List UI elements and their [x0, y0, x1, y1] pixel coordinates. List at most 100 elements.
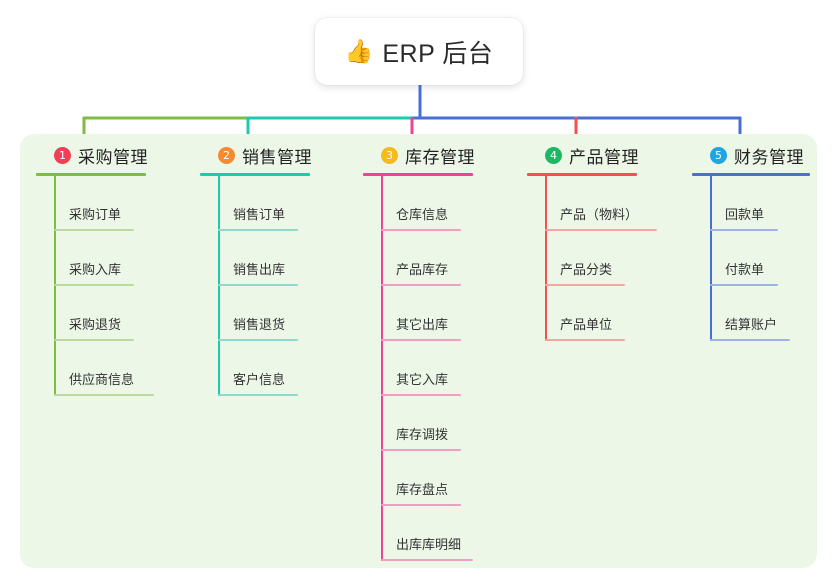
- branch-title-4: 产品管理: [569, 147, 639, 167]
- root-node[interactable]: 👍 ERP 后台: [315, 18, 523, 85]
- leaf-item-underline: [545, 229, 657, 231]
- leaf-item-underline: [54, 394, 154, 396]
- branch-header-1[interactable]: 1 采购管理: [36, 142, 148, 168]
- leaf-item-label: 客户信息: [233, 372, 286, 387]
- branch-spine-3: [381, 176, 383, 561]
- leaf-item-underline: [381, 394, 461, 396]
- leaf-item-label: 产品分类: [560, 262, 613, 277]
- leaf-item-underline: [218, 284, 298, 286]
- branch-underline-1: [36, 173, 146, 176]
- branch-column-1[interactable]: 1 采购管理采购订单采购入库采购退货供应商信息: [36, 142, 154, 396]
- branch-items-5: 回款单付款单结算账户: [692, 176, 810, 341]
- branch-items-4: 产品（物料） 产品分类产品单位: [527, 176, 657, 341]
- leaf-item-label: 其它入库: [396, 372, 449, 387]
- branch-underline-3: [363, 173, 473, 176]
- branch-spine-2: [218, 176, 220, 396]
- leaf-item-label: 产品库存: [396, 262, 449, 277]
- branch-badge-5: 5: [710, 146, 727, 164]
- branch-header-4[interactable]: 4 产品管理: [527, 142, 639, 168]
- branch-title-2: 销售管理: [242, 147, 312, 167]
- leaf-item-label: 其它出库: [396, 317, 449, 332]
- leaf-item[interactable]: 采购入库: [36, 231, 148, 286]
- leaf-item-underline: [545, 339, 625, 341]
- leaf-item-label: 产品（物料）: [560, 207, 639, 222]
- leaf-item[interactable]: 其它出库: [363, 286, 475, 341]
- leaf-item-label: 供应商信息: [69, 372, 135, 387]
- leaf-item[interactable]: 采购退货: [36, 286, 148, 341]
- leaf-item-underline: [381, 504, 461, 506]
- leaf-item-underline: [710, 339, 790, 341]
- branch-title-5: 财务管理: [734, 147, 804, 167]
- leaf-item-label: 结算账户: [725, 317, 778, 332]
- leaf-item[interactable]: 库存盘点: [363, 451, 475, 506]
- leaf-item[interactable]: 出库库明细: [363, 506, 475, 561]
- leaf-item-label: 销售退货: [233, 317, 286, 332]
- leaf-item-label: 出库库明细: [396, 537, 462, 552]
- leaf-item[interactable]: 产品单位: [527, 286, 639, 341]
- leaf-item-underline: [381, 449, 461, 451]
- leaf-item-underline: [710, 284, 778, 286]
- leaf-item-underline: [54, 339, 134, 341]
- leaf-item-underline: [54, 229, 134, 231]
- leaf-item-underline: [545, 284, 625, 286]
- leaf-item-underline: [381, 284, 461, 286]
- leaf-item[interactable]: 供应商信息: [36, 341, 154, 396]
- branch-items-2: 销售订单销售出库销售退货客户信息: [200, 176, 312, 396]
- branch-badge-3: 3: [381, 146, 398, 164]
- leaf-item-label: 采购入库: [69, 262, 122, 277]
- leaf-item-label: 销售订单: [233, 207, 286, 222]
- branch-spine-1: [54, 176, 56, 396]
- leaf-item[interactable]: 库存调拨: [363, 396, 475, 451]
- leaf-item-label: 库存盘点: [396, 482, 449, 497]
- leaf-item-label: 库存调拨: [396, 427, 449, 442]
- branch-spine-5: [710, 176, 712, 341]
- leaf-item-label: 付款单: [725, 262, 765, 277]
- leaf-item[interactable]: 仓库信息: [363, 176, 475, 231]
- leaf-item[interactable]: 客户信息: [200, 341, 312, 396]
- branch-underline-2: [200, 173, 310, 176]
- leaf-item-label: 销售出库: [233, 262, 286, 277]
- branch-header-3[interactable]: 3 库存管理: [363, 142, 475, 168]
- leaf-item-underline: [710, 229, 778, 231]
- leaf-item-underline: [218, 229, 298, 231]
- leaf-item-label: 仓库信息: [396, 207, 449, 222]
- branch-header-5[interactable]: 5 财务管理: [692, 142, 810, 168]
- branch-column-2[interactable]: 2 销售管理销售订单销售出库销售退货客户信息: [200, 142, 312, 396]
- branch-badge-2: 2: [218, 146, 235, 164]
- leaf-item[interactable]: 其它入库: [363, 341, 475, 396]
- branch-header-2[interactable]: 2 销售管理: [200, 142, 312, 168]
- leaf-item[interactable]: 销售订单: [200, 176, 312, 231]
- diagram-panel: [20, 134, 817, 568]
- leaf-item[interactable]: 回款单: [692, 176, 810, 231]
- leaf-item-label: 产品单位: [560, 317, 613, 332]
- leaf-item-label: 回款单: [725, 207, 765, 222]
- leaf-item-underline: [381, 559, 473, 561]
- branch-items-1: 采购订单采购入库采购退货供应商信息: [36, 176, 154, 396]
- thumbs-up-icon: 👍: [344, 38, 374, 64]
- leaf-item[interactable]: 销售退货: [200, 286, 312, 341]
- branch-badge-1: 1: [54, 146, 71, 164]
- leaf-item-underline: [218, 394, 298, 396]
- leaf-item-underline: [381, 229, 461, 231]
- branch-title-1: 采购管理: [78, 147, 148, 167]
- leaf-item-underline: [54, 284, 134, 286]
- leaf-item[interactable]: 销售出库: [200, 231, 312, 286]
- leaf-item-underline: [218, 339, 298, 341]
- branch-underline-5: [692, 173, 810, 176]
- branch-column-3[interactable]: 3 库存管理仓库信息产品库存其它出库其它入库库存调拨库存盘点出库库明细: [363, 142, 475, 561]
- leaf-item-label: 采购订单: [69, 207, 122, 222]
- leaf-item[interactable]: 采购订单: [36, 176, 148, 231]
- branch-title-3: 库存管理: [405, 147, 475, 167]
- leaf-item[interactable]: 产品库存: [363, 231, 475, 286]
- branch-column-4[interactable]: 4 产品管理产品（物料） 产品分类产品单位: [527, 142, 657, 341]
- leaf-item-label: 采购退货: [69, 317, 122, 332]
- branch-badge-4: 4: [545, 146, 562, 164]
- branch-spine-4: [545, 176, 547, 341]
- branch-underline-4: [527, 173, 637, 176]
- leaf-item[interactable]: 结算账户: [692, 286, 810, 341]
- root-node-title: ERP 后台: [382, 39, 494, 68]
- branch-column-5[interactable]: 5 财务管理回款单付款单结算账户: [692, 142, 810, 341]
- leaf-item[interactable]: 产品分类: [527, 231, 639, 286]
- leaf-item[interactable]: 产品（物料）: [527, 176, 657, 231]
- leaf-item[interactable]: 付款单: [692, 231, 810, 286]
